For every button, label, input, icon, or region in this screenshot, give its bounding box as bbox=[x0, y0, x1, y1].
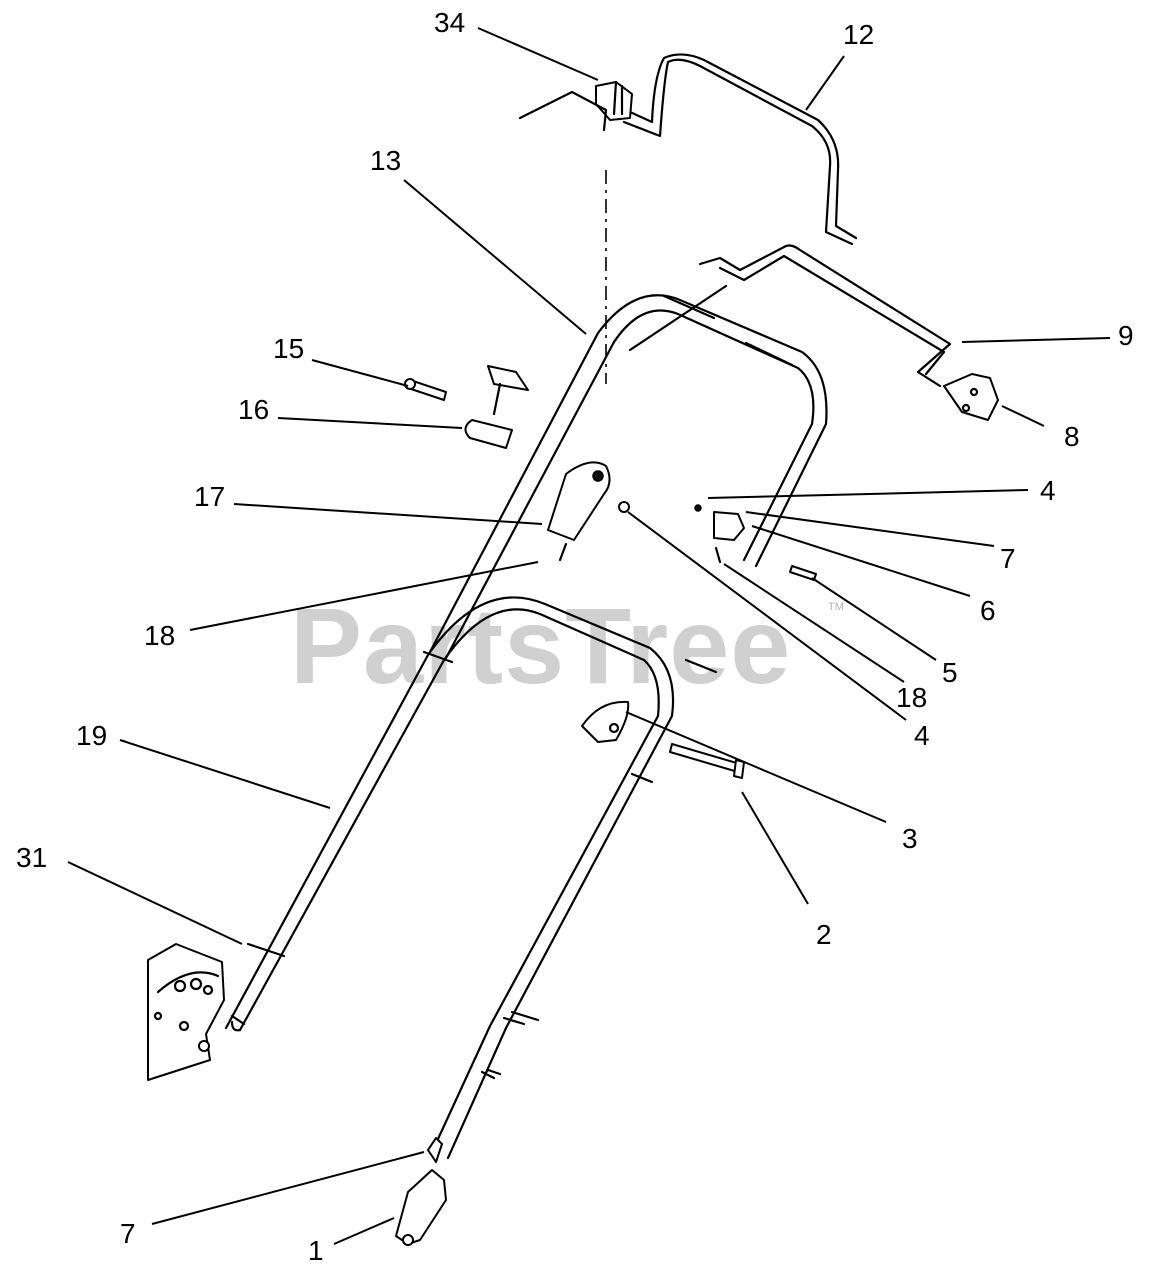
callout-19[interactable]: 19 bbox=[76, 720, 107, 751]
callout-1[interactable]: 1 bbox=[308, 1235, 324, 1266]
callout-3[interactable]: 3 bbox=[902, 823, 918, 854]
watermark-text: PartsTree bbox=[290, 585, 791, 706]
lower-fitting-part-1[interactable] bbox=[395, 1137, 447, 1246]
callout-31[interactable]: 31 bbox=[16, 842, 47, 873]
callout-4-upper[interactable]: 4 bbox=[1040, 475, 1056, 506]
callout-15[interactable]: 15 bbox=[273, 333, 304, 364]
callout-2[interactable]: 2 bbox=[816, 919, 832, 950]
bracket-part-34[interactable] bbox=[518, 80, 633, 132]
callout-8[interactable]: 8 bbox=[1064, 421, 1080, 452]
control-rod-part-9[interactable] bbox=[628, 244, 952, 388]
callout-18-left[interactable]: 18 bbox=[144, 620, 175, 651]
callout-4-lower[interactable]: 4 bbox=[914, 720, 930, 751]
lower-handle-part-19[interactable] bbox=[224, 596, 675, 1160]
callout-16[interactable]: 16 bbox=[238, 394, 269, 425]
callout-6[interactable]: 6 bbox=[980, 595, 996, 626]
bolt-part-15[interactable] bbox=[404, 378, 447, 401]
lower-right-tube bbox=[486, 1016, 526, 1076]
hardware-right-cluster[interactable] bbox=[694, 504, 817, 581]
knob-part-16[interactable] bbox=[464, 365, 529, 449]
leader-lines bbox=[67, 27, 1111, 1245]
callout-34[interactable]: 34 bbox=[434, 7, 465, 38]
bail-bar-part-12[interactable] bbox=[622, 53, 858, 246]
watermark-trademark: TM bbox=[828, 601, 844, 613]
cable-control-part-17[interactable] bbox=[547, 461, 630, 562]
callout-5[interactable]: 5 bbox=[942, 657, 958, 688]
callout-9[interactable]: 9 bbox=[1118, 320, 1134, 351]
callout-18-right[interactable]: 18 bbox=[896, 682, 927, 713]
callout-12[interactable]: 12 bbox=[843, 19, 874, 50]
tube-washers bbox=[422, 650, 718, 1080]
callout-7-lower[interactable]: 7 bbox=[120, 1218, 136, 1249]
deck-bracket-part-31[interactable] bbox=[147, 942, 286, 1081]
callout-7-upper[interactable]: 7 bbox=[1000, 543, 1016, 574]
bolt-part-2[interactable] bbox=[669, 743, 745, 779]
callout-17[interactable]: 17 bbox=[194, 481, 225, 512]
callout-13[interactable]: 13 bbox=[370, 145, 401, 176]
cable-guide-part-8[interactable] bbox=[943, 373, 999, 421]
upper-handle-part-13[interactable] bbox=[428, 294, 828, 660]
callout-labels: 34 12 13 9 15 16 8 4 17 7 6 18 5 18 4 19… bbox=[16, 7, 1134, 1266]
knob-part-3[interactable] bbox=[581, 700, 630, 743]
